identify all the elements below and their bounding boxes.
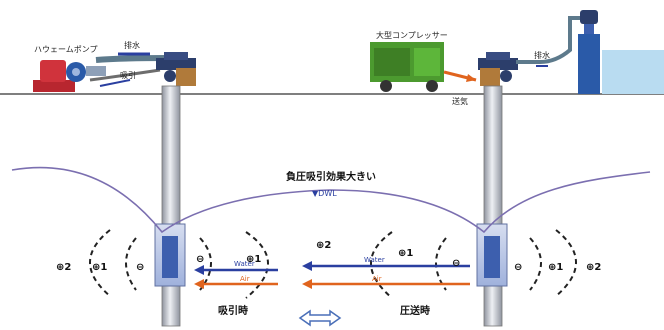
- symbol-left-pp2: ⊕2: [56, 262, 71, 273]
- right-submersible-pump: [484, 236, 500, 278]
- air-arrowhead-right: [302, 279, 312, 289]
- tank-water: [602, 50, 664, 94]
- symbol-right-neg: ⊖: [452, 258, 460, 269]
- symbol-far-neg: ⊖: [514, 262, 522, 273]
- left-wellhead: [156, 52, 196, 86]
- water-arrowhead-left: [194, 265, 204, 275]
- symbol-far-pp1: ⊕1: [548, 262, 563, 273]
- left-pressure-arcs: [89, 229, 269, 299]
- left-well-casing: [161, 85, 181, 327]
- symbol-far-pp2: ⊕2: [586, 262, 601, 273]
- label-pressure-mode: 圧送時: [400, 304, 430, 317]
- water-arrowhead-right: [302, 261, 312, 271]
- tank-pump-column: [578, 10, 600, 94]
- label-drain-right: 排水: [534, 50, 550, 60]
- right-drain-pipe: [516, 16, 582, 64]
- symbol-right-pp1: ⊕1: [398, 248, 413, 259]
- label-negative-pressure: 負圧吸引効果大きい: [286, 170, 376, 183]
- label-air-right: Air: [372, 275, 382, 283]
- right-well-casing: [483, 85, 503, 327]
- label-dwl: ▼DWL: [312, 189, 337, 198]
- label-air-left: Air: [240, 275, 250, 283]
- left-suction-pipe: [89, 68, 161, 82]
- suction-arrow-left: [99, 79, 131, 87]
- air-arrowhead-left: [194, 279, 204, 289]
- label-compressor: 大型コンプレッサー: [376, 30, 448, 40]
- label-water-left: Water: [234, 260, 255, 268]
- vacuum-pump-unit: [33, 60, 106, 92]
- left-submersible-pump: [162, 236, 178, 278]
- symbol-mid-pp1: ⊕1: [246, 254, 261, 265]
- label-drain-left: 排水: [124, 40, 140, 50]
- right-pressure-arcs: [370, 229, 577, 299]
- label-vacuum-pump: ハウェームポンプ: [34, 45, 98, 54]
- symbol-mid-pp2: ⊕2: [316, 240, 331, 251]
- label-air-feed: 送気: [452, 96, 468, 106]
- label-suction-left: 吸引: [120, 71, 136, 80]
- right-wellhead: [478, 52, 518, 86]
- label-suction-mode: 吸引時: [218, 304, 248, 317]
- symbol-mid-neg: ⊖: [196, 254, 204, 265]
- water-table-curve: [11, 166, 651, 234]
- symbol-left-neg: ⊖: [136, 262, 144, 273]
- switch-double-arrow: [298, 309, 342, 327]
- label-water-right: Water: [364, 256, 385, 264]
- compressor-unit: [370, 42, 444, 92]
- symbol-left-pp1: ⊕1: [92, 262, 107, 273]
- air-feed-arrowhead: [466, 74, 476, 82]
